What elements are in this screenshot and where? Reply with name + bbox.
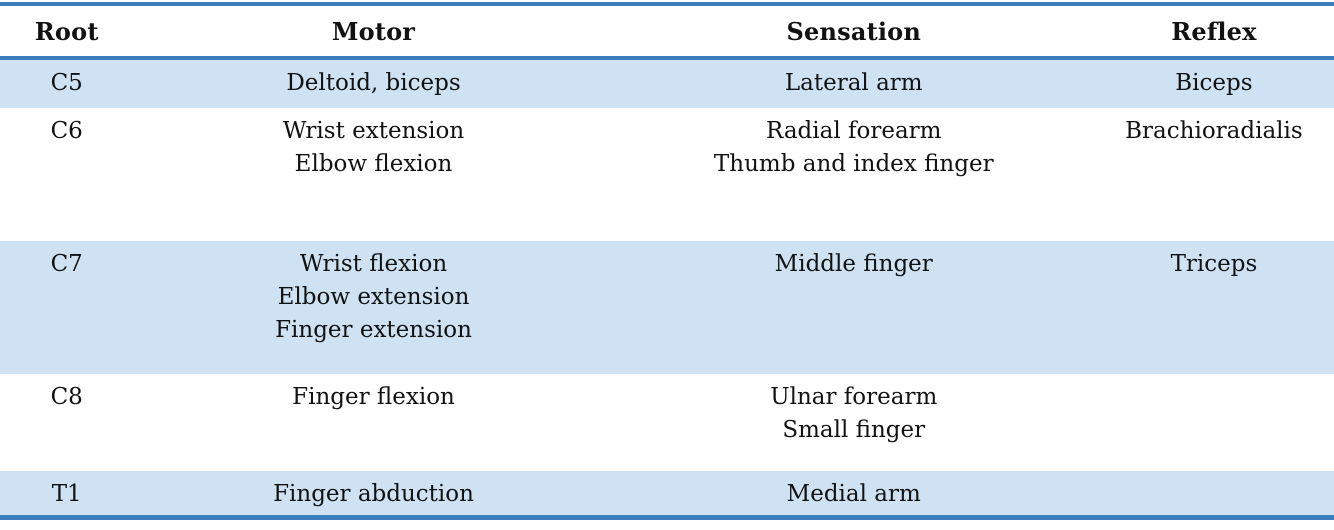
table-row-t1: T1 Finger abduction Medial arm [0, 471, 1334, 517]
cell-motor: Finger flexion [292, 384, 455, 410]
cell-sensation: Lateral arm [784, 70, 923, 96]
cell-root: T1 [51, 481, 82, 507]
cell-reflex: Biceps [1175, 70, 1253, 96]
table-row-c6: C6 Wrist extension Elbow flexion Radial … [0, 108, 1334, 241]
cell-root: C5 [50, 70, 83, 96]
cell-motor: Wrist flexion Elbow extension Finger ext… [275, 251, 472, 343]
cell-reflex [1094, 374, 1334, 471]
cell-reflex [1094, 471, 1334, 517]
cell-reflex: Brachioradialis [1125, 118, 1303, 144]
table-row-c7: C7 Wrist flexion Elbow extension Finger … [0, 241, 1334, 374]
cell-sensation: Radial forearm Thumb and index finger [713, 118, 994, 177]
cell-sensation: Middle finger [774, 251, 933, 277]
header-row: Root Motor Sensation Reflex [0, 4, 1334, 60]
cell-reflex: Triceps [1170, 251, 1258, 277]
cell-root: C8 [50, 384, 83, 410]
table-row-c5: C5 Deltoid, biceps Lateral arm Biceps [0, 58, 1334, 108]
cell-sensation: Medial arm [786, 481, 921, 507]
table-header: Root Motor Sensation Reflex [0, 4, 1334, 60]
header-cell-sensation: Sensation [613, 4, 1094, 60]
table-body: C5 Deltoid, biceps Lateral arm Biceps C6… [0, 58, 1334, 517]
nerve-root-exam-table: Root Motor Sensation Reflex C5 Deltoid, … [0, 2, 1334, 520]
table-row-c8: C8 Finger flexion Ulnar forearm Small fi… [0, 374, 1334, 471]
header-cell-root: Root [0, 4, 134, 60]
cell-root: C7 [50, 251, 83, 277]
cell-motor: Finger abduction [273, 481, 474, 507]
cell-motor: Deltoid, biceps [286, 70, 461, 96]
header-cell-reflex: Reflex [1093, 4, 1334, 60]
header-cell-motor: Motor [133, 4, 614, 60]
cell-motor: Wrist extension Elbow flexion [282, 118, 465, 177]
cell-root: C6 [50, 118, 83, 144]
cell-sensation: Ulnar forearm Small finger [770, 384, 938, 443]
